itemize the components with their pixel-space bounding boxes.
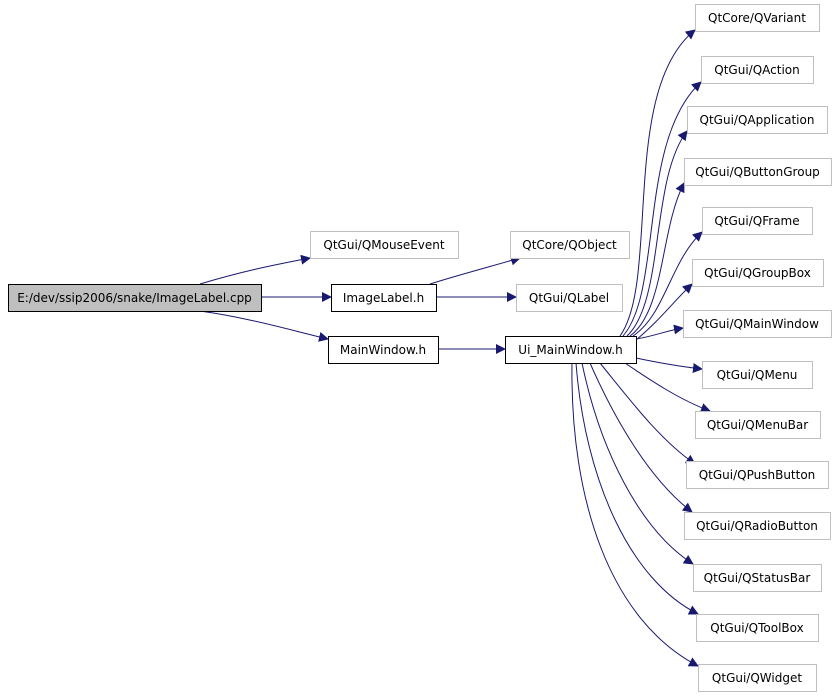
node-label: QtGui/QPushButton [699, 468, 816, 482]
node-qobject[interactable]: QtCore/QObject [510, 231, 630, 259]
node-qmainwindow[interactable]: QtGui/QMainWindow [683, 310, 832, 338]
node-box [686, 461, 829, 489]
node-label: QtGui/QFrame [714, 214, 799, 228]
node-box [698, 664, 817, 692]
node-label: QtGui/QAction [714, 63, 799, 77]
node-root[interactable]: E:/dev/ssip2006/snake/ImageLabel.cpp [8, 284, 262, 312]
node-qpushbutton[interactable]: QtGui/QPushButton [686, 461, 829, 489]
node-qmenu[interactable]: QtGui/QMenu [702, 361, 813, 389]
node-mainwindow_h[interactable]: MainWindow.h [328, 336, 439, 364]
node-box [328, 336, 439, 364]
node-qgroupbox[interactable]: QtGui/QGroupBox [692, 259, 824, 287]
dependency-nodes: E:/dev/ssip2006/snake/ImageLabel.cppQtGu… [8, 4, 832, 692]
edge-ui_mainwindow_h-to-qgroupbox [635, 283, 693, 341]
edge-ui_mainwindow_h-to-qmenubar [624, 362, 711, 413]
node-qstatusbar[interactable]: QtGui/QStatusBar [693, 564, 822, 592]
node-label: QtGui/QWidget [712, 671, 802, 685]
edge-ui_mainwindow_h-to-qstatusbar [581, 362, 694, 565]
edge-ui_mainwindow_h-to-qmenu [635, 357, 703, 373]
node-label: QtGui/QLabel [529, 291, 609, 305]
edge-root-to-qmouseevent [199, 254, 311, 285]
node-box [693, 564, 822, 592]
edge-ui_mainwindow_h-to-qframe [632, 231, 703, 337]
node-box [683, 310, 832, 338]
node-label: QtGui/QMainWindow [695, 317, 819, 331]
node-imagelabel_h[interactable]: ImageLabel.h [331, 284, 437, 312]
node-label: QtGui/QStatusBar [704, 571, 811, 585]
node-qmouseevent[interactable]: QtGui/QMouseEvent [310, 231, 459, 259]
node-box [695, 411, 821, 439]
edge-ui_mainwindow_h-to-qpushbutton [599, 362, 696, 465]
node-label: E:/dev/ssip2006/snake/ImageLabel.cpp [17, 291, 252, 305]
node-box [702, 361, 813, 389]
node-box [684, 512, 831, 540]
node-qvariant[interactable]: QtCore/QVariant [695, 4, 820, 32]
node-qlabel[interactable]: QtGui/QLabel [516, 284, 623, 312]
edge-ui_mainwindow_h-to-qtoolbox [575, 362, 699, 615]
node-label: QtGui/QToolBox [710, 621, 804, 635]
node-qtoolbox[interactable]: QtGui/QToolBox [696, 614, 819, 642]
node-box [696, 614, 819, 642]
edge-ui_mainwindow_h-to-qbuttongroup [629, 182, 685, 337]
node-label: QtGui/QButtonGroup [695, 165, 820, 179]
node-label: Ui_MainWindow.h [518, 343, 622, 357]
edge-ui_mainwindow_h-to-qvariant [619, 29, 696, 337]
node-label: QtGui/QGroupBox [704, 266, 811, 280]
node-label: QtGui/QApplication [700, 113, 815, 127]
node-qaction[interactable]: QtGui/QAction [701, 56, 814, 84]
node-box [310, 231, 459, 259]
node-box [331, 284, 437, 312]
node-box [687, 106, 828, 134]
node-box [701, 56, 814, 84]
edge-ui_mainwindow_h-to-qmainwindow [635, 324, 684, 340]
node-qframe[interactable]: QtGui/QFrame [702, 207, 813, 235]
node-qbuttongroup[interactable]: QtGui/QButtonGroup [684, 158, 832, 186]
edge-ui_mainwindow_h-to-qwidget [571, 362, 699, 667]
edge-ui_mainwindow_h-to-qaction [622, 81, 702, 337]
node-box [702, 207, 813, 235]
node-label: MainWindow.h [340, 343, 426, 357]
node-label: QtGui/QRadioButton [696, 519, 818, 533]
node-ui_mainwindow_h[interactable]: Ui_MainWindow.h [505, 336, 637, 364]
node-label: QtCore/QVariant [708, 11, 806, 25]
node-qapplication[interactable]: QtGui/QApplication [687, 106, 828, 134]
node-box [510, 231, 630, 259]
edge-imagelabel_h-to-qobject [429, 255, 521, 285]
node-label: ImageLabel.h [343, 291, 424, 305]
edge-ui_mainwindow_h-to-qapplication [626, 130, 688, 337]
node-box [695, 4, 820, 32]
dependency-edges [199, 29, 711, 667]
node-label: QtGui/QMenuBar [707, 418, 808, 432]
edge-ui_mainwindow_h-to-qradiobutton [589, 362, 693, 513]
node-label: QtGui/QMouseEvent [323, 238, 444, 252]
node-qwidget[interactable]: QtGui/QWidget [698, 664, 817, 692]
node-box [692, 259, 824, 287]
node-qradiobutton[interactable]: QtGui/QRadioButton [684, 512, 831, 540]
node-box [684, 158, 832, 186]
node-label: QtCore/QObject [522, 238, 617, 252]
node-box [516, 284, 623, 312]
edge-root-to-mainwindow_h [199, 310, 329, 342]
node-label: QtGui/QMenu [717, 368, 798, 382]
node-box [8, 284, 262, 312]
node-box [505, 336, 637, 364]
node-qmenubar[interactable]: QtGui/QMenuBar [695, 411, 821, 439]
